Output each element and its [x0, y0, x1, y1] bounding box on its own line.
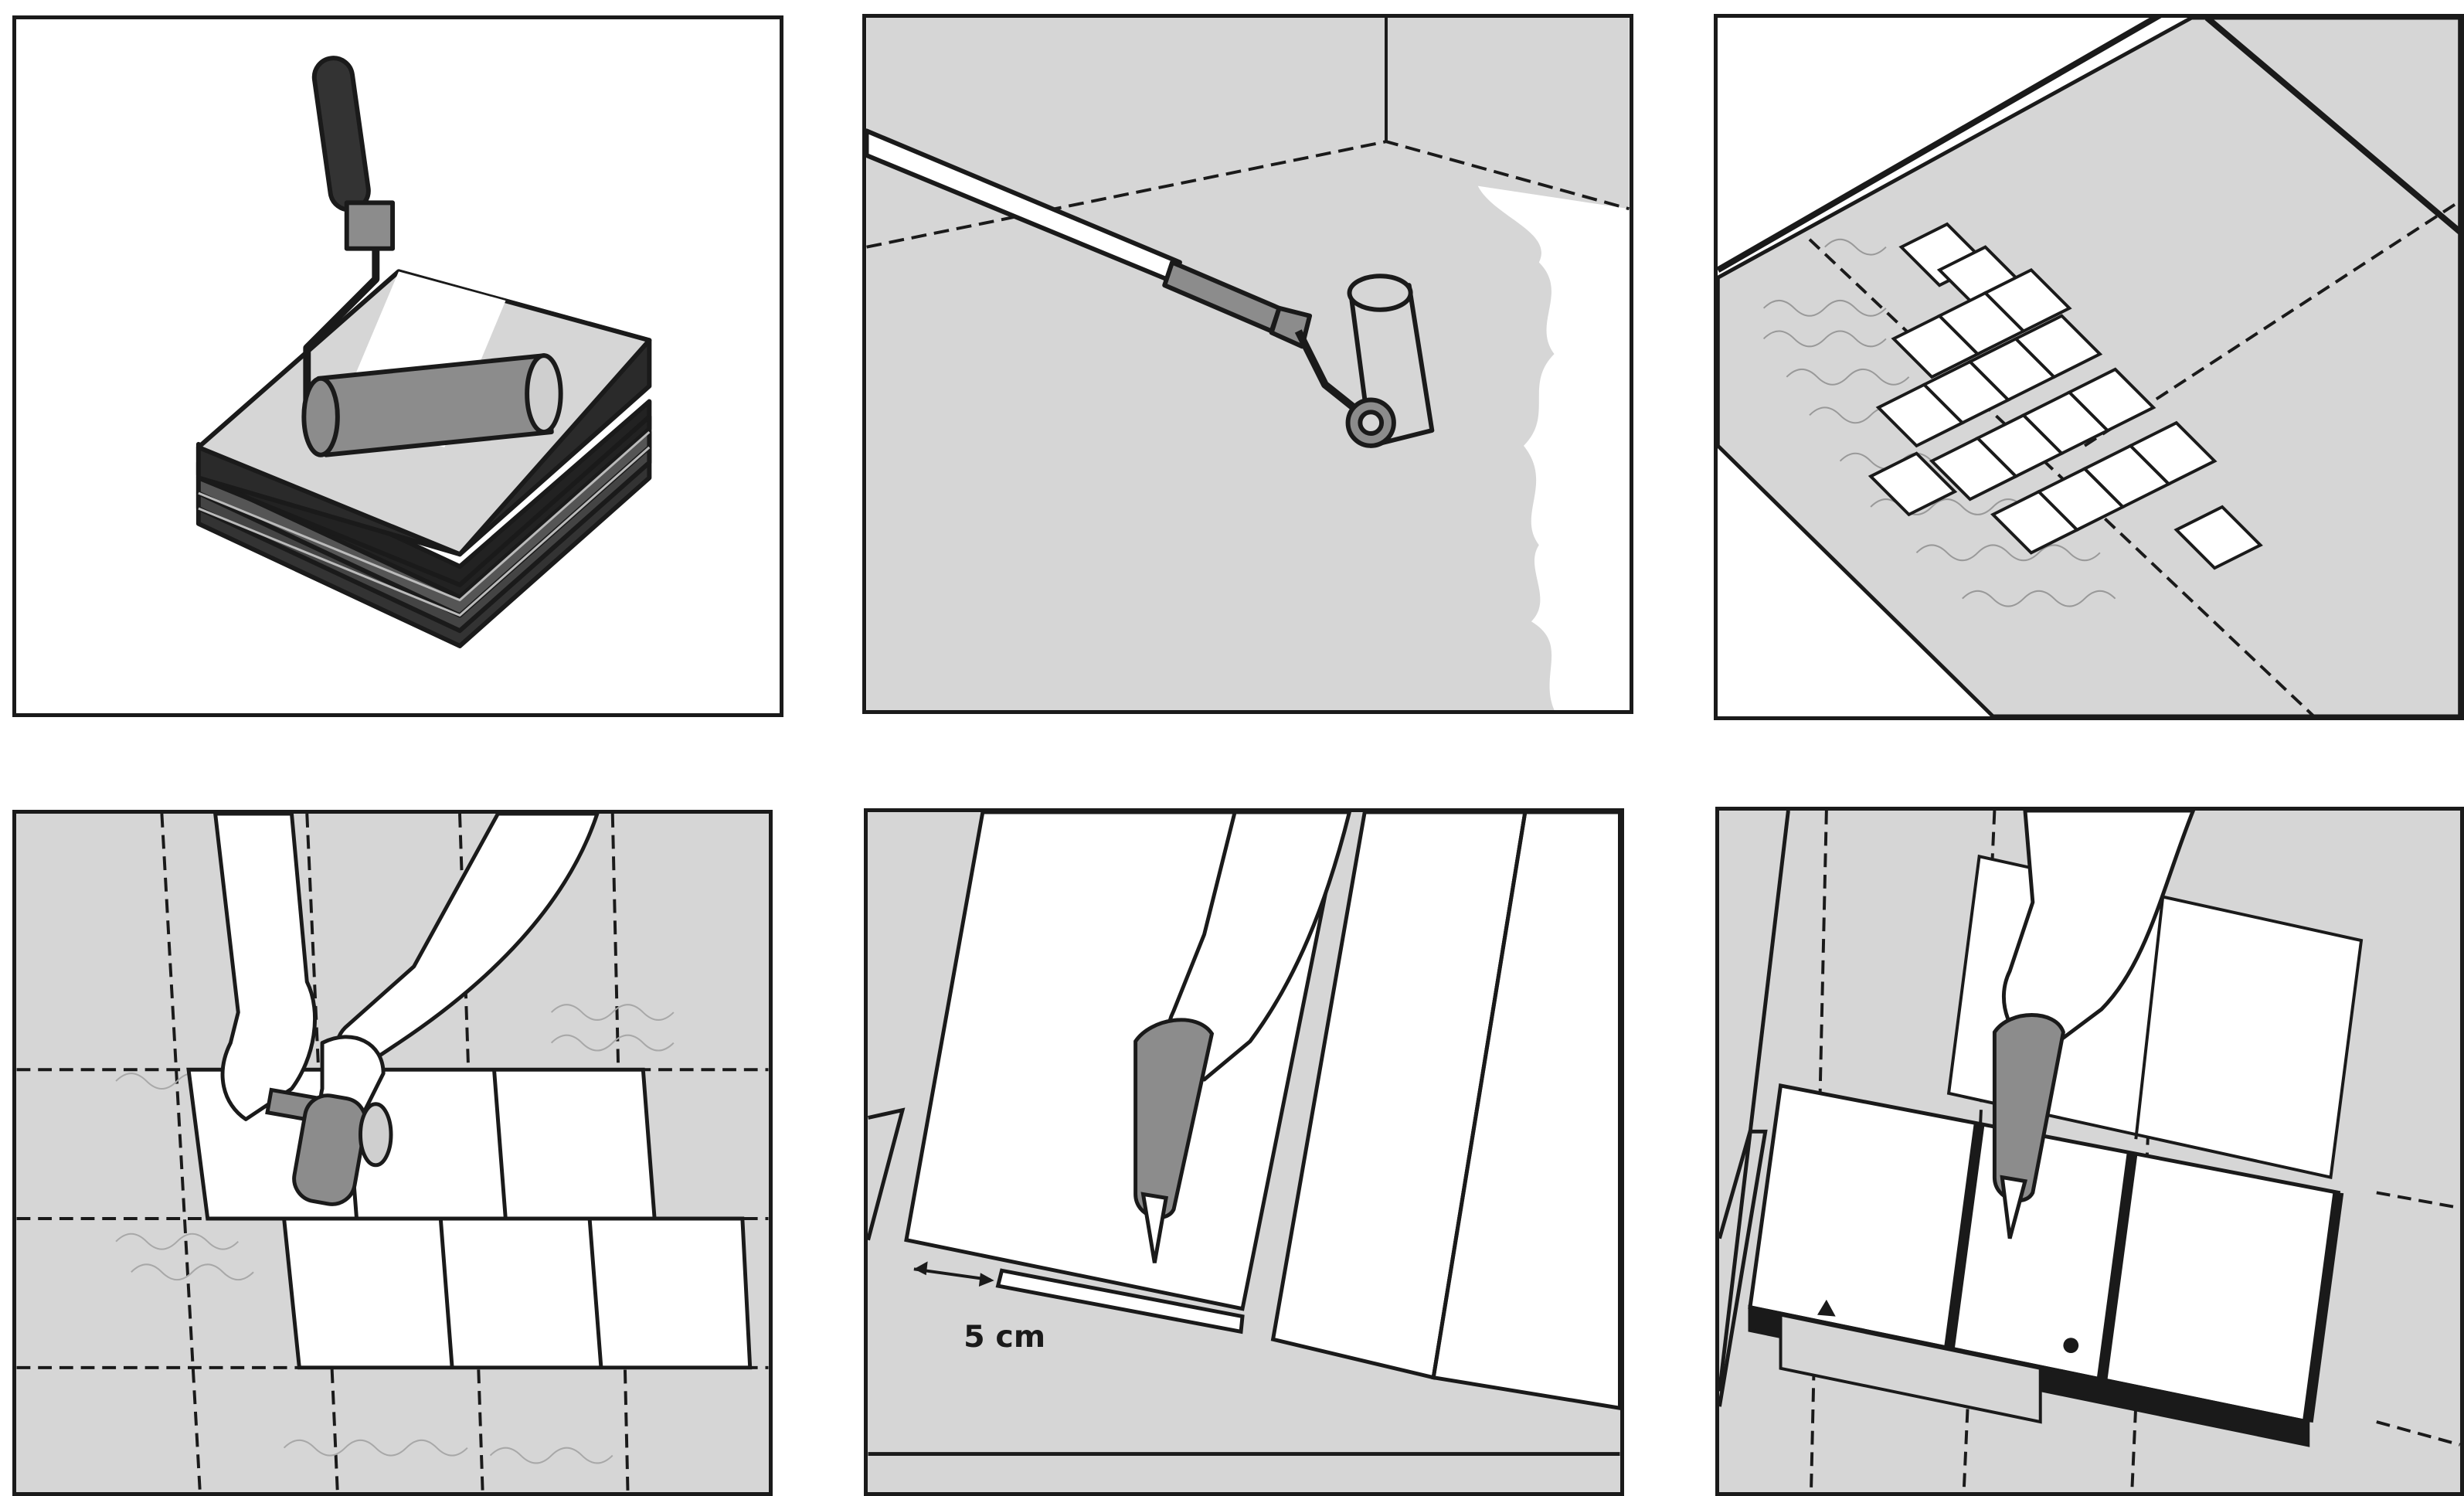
hands: [213, 814, 600, 1127]
panel-cut-edge-tile-with-knife: [1715, 807, 2464, 1496]
panel-tap-tiles-with-mallet: [12, 810, 773, 1496]
adhesive-texture: [115, 1004, 675, 1464]
illustration-edge-cut: [1719, 811, 2460, 1490]
measurement-label: 5 cm: [964, 1319, 1045, 1355]
unprimed-floor: [1477, 185, 1630, 710]
illustration-room-floor-roller: [866, 18, 1630, 710]
tile-stack: [195, 269, 652, 648]
panel-apply-primer-to-tiles: [12, 15, 783, 717]
illustration-mallet-tiles: [16, 814, 769, 1492]
panel-roll-primer-on-floor: [862, 14, 1633, 714]
floor: [866, 141, 1630, 710]
panel-cut-tile-with-knife: 5 cm: [864, 808, 1624, 1496]
hand: [2001, 811, 2195, 1057]
illustration-tile-stack-roller: [195, 56, 652, 648]
tile-row-bottom: [281, 1216, 753, 1370]
illustration-tile-layout: [1718, 18, 2460, 716]
extension-roller-icon: [866, 128, 1435, 448]
panel-lay-out-tiles-on-adhesive: [1714, 14, 2464, 720]
illustration-cut-tile-5cm: 5 cm: [868, 812, 1620, 1457]
utility-knife-icon: [1992, 1013, 2065, 1239]
floor: [1718, 18, 2460, 716]
utility-knife-icon: [1133, 1018, 1215, 1263]
rubber-mallet-icon: [265, 1087, 393, 1206]
measurement-5cm: 5 cm: [913, 1261, 1045, 1355]
paint-roller-icon: [301, 56, 563, 457]
tile-grid: [1868, 222, 2263, 570]
skirting-strip: [1779, 1313, 2042, 1424]
laid-tiles: [1270, 812, 1620, 1410]
